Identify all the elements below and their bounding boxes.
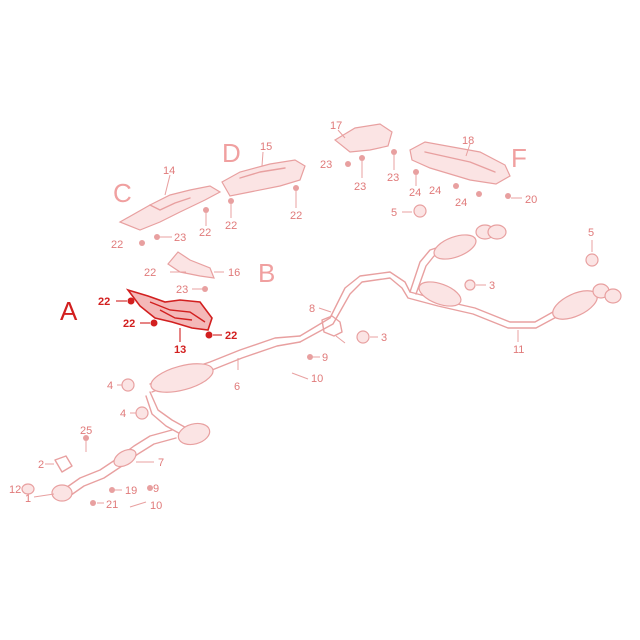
part-label-10-b: 10: [150, 500, 162, 512]
part-label-9-a: 9: [322, 352, 328, 364]
part-label-21: 21: [106, 499, 118, 511]
part-label-23-b: 23: [320, 159, 332, 171]
hanger-5-right: [585, 240, 599, 267]
part-label-22-g: 22: [290, 210, 302, 222]
part-label-12: 12: [9, 484, 21, 496]
hanger-4-lower: [130, 406, 149, 420]
part-label-6: 6: [234, 381, 240, 393]
part-label-25: 25: [80, 425, 92, 437]
clamp-8: [318, 307, 346, 344]
part-label-15: 15: [260, 141, 272, 153]
heat-shield-14: [118, 174, 222, 246]
part-label-1: 1: [25, 493, 31, 505]
part-label-22-b: 22: [123, 318, 135, 330]
bracket-16: [167, 251, 224, 292]
part-label-22-e: 22: [111, 239, 123, 251]
part-label-8: 8: [309, 303, 315, 315]
part-label-23-d: 23: [387, 172, 399, 184]
part-label-16: 16: [228, 267, 240, 279]
section-letter-d[interactable]: D: [222, 138, 241, 168]
part-label-24-c: 24: [455, 197, 467, 209]
heat-shield-15: [221, 151, 306, 218]
front-pipe-assembly: [21, 429, 177, 508]
part-label-2: 2: [38, 459, 44, 471]
part-label-19: 19: [125, 485, 137, 497]
part-label-23-e: 23: [176, 284, 188, 296]
part-label-22-c: 22: [225, 330, 237, 342]
heat-shield-13[interactable]: [116, 288, 222, 342]
part-label-22-f: 22: [225, 220, 237, 232]
hanger-3-center: [356, 330, 378, 344]
part-label-11: 11: [513, 344, 524, 356]
part-label-20: 20: [525, 194, 537, 206]
part-label-3-b: 3: [381, 332, 387, 344]
section-letter-b[interactable]: B: [258, 258, 275, 288]
part-label-22-h: 22: [144, 267, 156, 279]
part-label-23-a: 23: [174, 232, 186, 244]
part-label-4-a: 4: [107, 380, 113, 392]
part-label-18: 18: [462, 135, 474, 147]
hanger-4-upper: [117, 378, 135, 392]
part-label-24-b: 24: [429, 185, 441, 197]
part-label-22-d: 22: [199, 227, 211, 239]
heat-shield-18: [409, 141, 522, 199]
rear-exhaust-pipe-11: [299, 224, 622, 343]
section-letter-a[interactable]: A: [60, 296, 78, 326]
part-label-13: 13: [174, 344, 186, 356]
part-label-3-a: 3: [489, 280, 495, 292]
part-label-5-b: 5: [588, 227, 594, 239]
middle-pipe-6: [145, 335, 301, 446]
part-label-5-a: 5: [391, 207, 397, 219]
heat-shield-17: [333, 123, 397, 178]
part-label-9-b: 9: [153, 483, 159, 495]
hanger-5-upper: [402, 204, 427, 218]
part-label-10-a: 10: [311, 373, 323, 385]
part-label-24-a: 24: [409, 187, 421, 199]
part-label-17: 17: [330, 120, 342, 132]
hanger-9-upper: [291, 354, 320, 380]
section-letter-c[interactable]: C: [113, 178, 132, 208]
part-label-7: 7: [158, 457, 164, 469]
part-label-23-c: 23: [354, 181, 366, 193]
part-label-4-b: 4: [120, 408, 126, 420]
part-label-22-a: 22: [98, 296, 110, 308]
section-letter-f[interactable]: F: [511, 143, 527, 173]
part-label-14: 14: [163, 165, 175, 177]
